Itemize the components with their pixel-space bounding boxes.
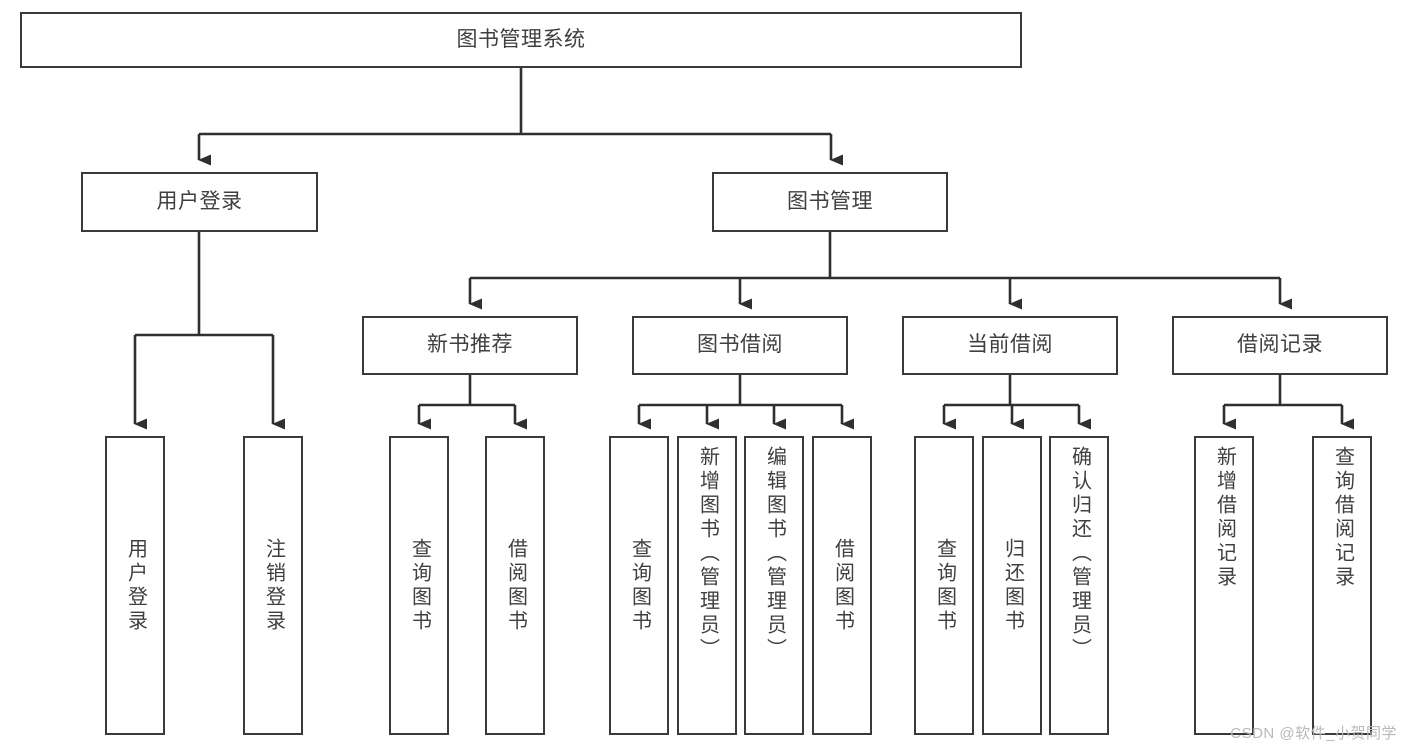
node-new-book-rec-label: 新书推荐 bbox=[427, 333, 513, 357]
node-leaf-query-book-3[interactable]: 查询图书 bbox=[914, 436, 974, 735]
node-leaf-borrow-book-1[interactable]: 借阅图书 bbox=[485, 436, 545, 735]
node-leaf-add-book-label: 新增图书（管理员） bbox=[696, 446, 719, 662]
node-leaf-return-book-label: 归还图书 bbox=[1001, 537, 1024, 634]
node-leaf-query-record-label: 查询借阅记录 bbox=[1331, 446, 1354, 590]
node-current-borrow[interactable]: 当前借阅 bbox=[902, 316, 1118, 375]
node-new-book-rec[interactable]: 新书推荐 bbox=[362, 316, 578, 375]
node-borrow-record[interactable]: 借阅记录 bbox=[1172, 316, 1388, 375]
node-leaf-add-book[interactable]: 新增图书（管理员） bbox=[677, 436, 737, 735]
node-root[interactable]: 图书管理系统 bbox=[20, 12, 1022, 68]
node-leaf-user-logout-label: 注销登录 bbox=[262, 537, 285, 634]
node-leaf-user-logout[interactable]: 注销登录 bbox=[243, 436, 303, 735]
node-leaf-borrow-book-1-label: 借阅图书 bbox=[504, 537, 527, 634]
node-leaf-query-book-2-label: 查询图书 bbox=[628, 537, 651, 634]
node-current-borrow-label: 当前借阅 bbox=[967, 333, 1053, 357]
node-leaf-borrow-book-2-label: 借阅图书 bbox=[831, 537, 854, 634]
node-root-label: 图书管理系统 bbox=[456, 27, 586, 51]
node-user-login[interactable]: 用户登录 bbox=[81, 172, 318, 232]
node-leaf-query-record[interactable]: 查询借阅记录 bbox=[1312, 436, 1372, 735]
node-leaf-edit-book[interactable]: 编辑图书（管理员） bbox=[744, 436, 804, 735]
node-borrow-record-label: 借阅记录 bbox=[1237, 333, 1323, 357]
node-user-login-label: 用户登录 bbox=[156, 189, 243, 213]
node-leaf-query-book-1-label: 查询图书 bbox=[408, 537, 431, 634]
node-book-borrow[interactable]: 图书借阅 bbox=[632, 316, 848, 375]
node-book-borrow-label: 图书借阅 bbox=[697, 333, 783, 357]
node-leaf-user-login[interactable]: 用户登录 bbox=[105, 436, 165, 735]
node-leaf-add-record[interactable]: 新增借阅记录 bbox=[1194, 436, 1254, 735]
node-leaf-confirm-return-label: 确认归还（管理员） bbox=[1068, 446, 1091, 662]
node-leaf-return-book[interactable]: 归还图书 bbox=[982, 436, 1042, 735]
node-leaf-borrow-book-2[interactable]: 借阅图书 bbox=[812, 436, 872, 735]
node-book-manage[interactable]: 图书管理 bbox=[712, 172, 948, 232]
node-leaf-confirm-return[interactable]: 确认归还（管理员） bbox=[1049, 436, 1109, 735]
node-leaf-add-record-label: 新增借阅记录 bbox=[1213, 446, 1236, 590]
watermark: CSDN @软件_小贺同学 bbox=[1230, 725, 1397, 742]
node-leaf-edit-book-label: 编辑图书（管理员） bbox=[763, 446, 786, 662]
node-book-manage-label: 图书管理 bbox=[787, 189, 873, 213]
node-leaf-user-login-label: 用户登录 bbox=[124, 537, 147, 634]
node-leaf-query-book-1[interactable]: 查询图书 bbox=[389, 436, 449, 735]
node-leaf-query-book-3-label: 查询图书 bbox=[933, 537, 956, 634]
node-leaf-query-book-2[interactable]: 查询图书 bbox=[609, 436, 669, 735]
